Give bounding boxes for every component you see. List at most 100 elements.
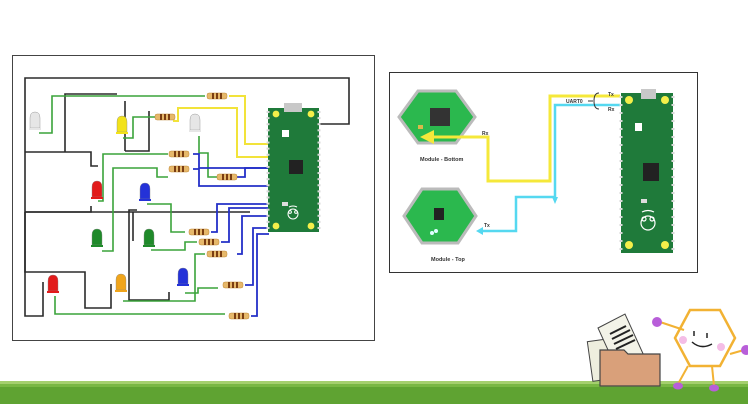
pin	[317, 117, 321, 120]
led-white-2	[189, 113, 201, 132]
resistor	[228, 312, 250, 320]
pin	[671, 232, 675, 234]
pin	[619, 200, 623, 202]
pin	[266, 135, 270, 138]
pin	[266, 220, 270, 223]
pin	[671, 248, 675, 250]
pin	[671, 96, 675, 98]
raspberry-logo	[287, 205, 299, 220]
pin	[266, 178, 270, 181]
pin	[317, 227, 321, 229]
led-green-1	[91, 228, 103, 247]
pin	[619, 184, 623, 186]
pin	[671, 192, 675, 194]
uart-diagram: Module - Bottom Module - Top Rx Tx UART0…	[389, 72, 698, 273]
pin	[671, 240, 675, 242]
rx-label: Rx	[608, 107, 615, 113]
led-green-2	[143, 228, 155, 247]
pin	[619, 192, 623, 194]
power-wires	[173, 95, 269, 158]
pin	[619, 136, 623, 138]
module-bottom-label: Module - Bottom	[420, 157, 463, 163]
led-blue-2	[177, 267, 189, 286]
pin	[619, 112, 623, 114]
usb-port	[284, 103, 302, 112]
pin	[619, 104, 623, 106]
pin	[671, 168, 675, 170]
pin	[671, 144, 675, 146]
pin	[671, 128, 675, 130]
pin	[619, 248, 623, 250]
pin	[317, 123, 321, 126]
folder-icon	[586, 313, 661, 387]
pin	[266, 202, 270, 205]
pin	[266, 172, 270, 175]
pin	[619, 232, 623, 234]
pico-board-right	[619, 89, 675, 253]
pin	[266, 208, 270, 211]
rx-arrow	[420, 130, 434, 144]
led-white-1	[29, 111, 41, 130]
pin	[619, 96, 623, 98]
mascot-illustration	[586, 308, 748, 392]
uart-svg: Module - Bottom Module - Top Rx Tx UART0…	[397, 89, 675, 263]
led-orange	[115, 273, 127, 292]
pin	[266, 123, 270, 126]
pin	[317, 214, 321, 217]
tx-wire	[432, 94, 620, 183]
module-top	[402, 187, 478, 245]
pin	[619, 224, 623, 226]
pin	[317, 172, 321, 175]
pin	[266, 227, 270, 229]
pin	[619, 208, 623, 210]
tx-arrow	[476, 227, 483, 235]
pin	[671, 216, 675, 218]
pin	[619, 128, 623, 130]
resistor	[216, 173, 238, 181]
tx-label: Tx	[608, 92, 614, 98]
resistor	[154, 113, 176, 121]
led-wiring-diagram	[12, 55, 375, 341]
pin	[317, 184, 321, 187]
pin	[266, 159, 270, 162]
rx-wire	[482, 103, 620, 233]
pin	[317, 178, 321, 181]
pin	[619, 152, 623, 154]
pin	[671, 112, 675, 114]
pin	[671, 208, 675, 210]
pin	[317, 129, 321, 132]
uart-label: UART0	[566, 99, 583, 105]
module-bottom	[397, 89, 477, 145]
pin	[317, 202, 321, 205]
pin	[317, 135, 321, 138]
led-red-2	[47, 274, 59, 293]
pin	[317, 153, 321, 156]
pin	[671, 160, 675, 162]
pin	[317, 147, 321, 150]
pin	[266, 147, 270, 150]
pin	[266, 196, 270, 199]
pin	[671, 176, 675, 178]
led-red-1	[91, 180, 103, 199]
pin	[671, 136, 675, 138]
resistor	[168, 165, 190, 173]
pin	[266, 129, 270, 132]
ground-mid-stripe	[0, 384, 748, 387]
pin	[619, 160, 623, 162]
leds	[29, 111, 201, 293]
pin	[266, 214, 270, 217]
hexagon-mascot	[652, 308, 748, 392]
ground-highlight	[0, 381, 748, 384]
ground-wires	[24, 77, 350, 317]
resistor	[206, 92, 228, 100]
module-tx-label: Tx	[484, 223, 490, 229]
pin	[619, 168, 623, 170]
led-blue-1	[139, 182, 151, 201]
pin	[671, 184, 675, 186]
pin	[317, 220, 321, 223]
resistors	[154, 92, 250, 320]
pin	[317, 208, 321, 211]
pico-board-left	[266, 103, 321, 232]
resistor	[222, 281, 244, 289]
pin	[317, 196, 321, 199]
